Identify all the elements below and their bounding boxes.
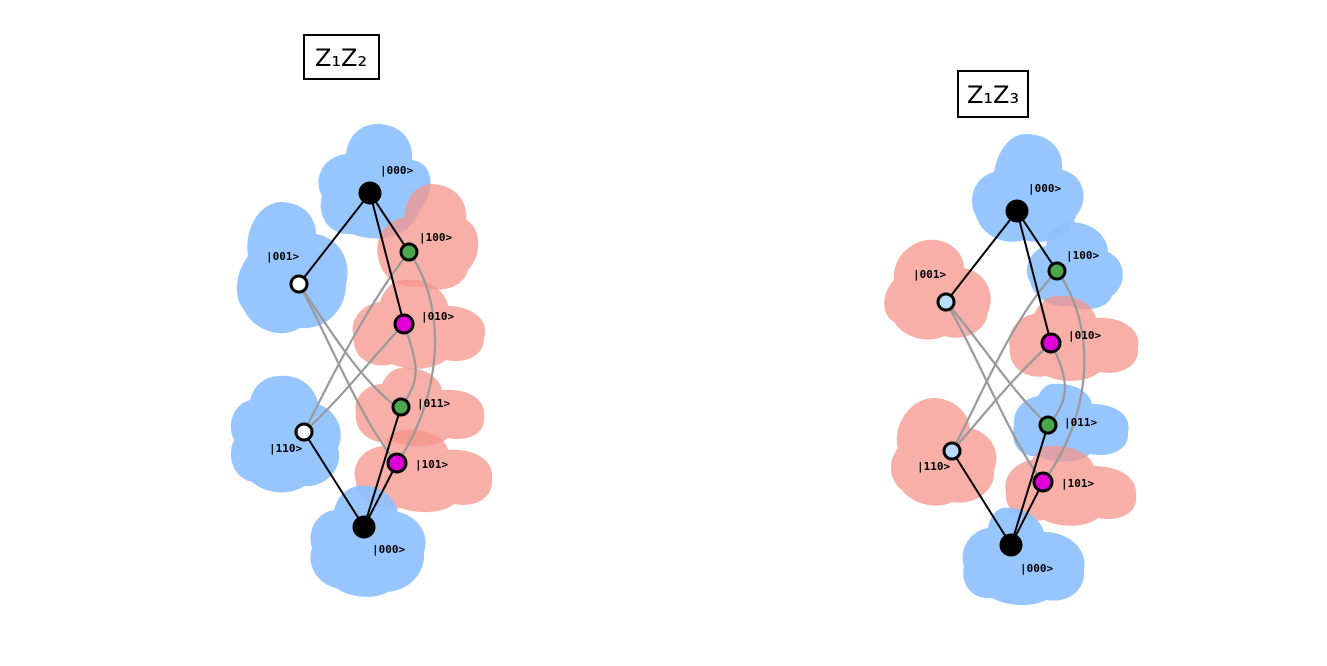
edge-black (1010, 481, 1044, 546)
title-box: Z₁Z₃ (957, 70, 1029, 118)
region-110 (230, 375, 341, 493)
node-label: |010> (1068, 329, 1101, 342)
node-label: |110> (917, 460, 950, 473)
edge-black (1016, 210, 1052, 344)
node-label: |100> (1066, 249, 1099, 262)
edge-gray (1041, 269, 1086, 484)
edge-black (1016, 210, 1058, 272)
node-000-bottom (999, 533, 1023, 557)
edge-black (951, 450, 1012, 546)
nodes (289, 181, 419, 539)
node-000-bottom (352, 515, 376, 539)
panel-title: Z₁Z₃ (967, 81, 1019, 109)
region-001 (884, 239, 991, 340)
node-label: |101> (1061, 477, 1094, 490)
node-label: |001> (266, 250, 299, 263)
node-011 (1038, 415, 1058, 435)
node-label: |001> (913, 268, 946, 281)
edge-black (945, 210, 1018, 303)
node-100 (399, 242, 419, 262)
edge-gray (944, 300, 1045, 484)
node-label: |110> (269, 442, 302, 455)
node-011 (391, 397, 411, 417)
black-edges (945, 210, 1058, 546)
edge-black (363, 406, 402, 528)
panel-z1z3: Z₁Z₃ (884, 70, 1139, 606)
regions (230, 124, 493, 597)
edge-gray (950, 341, 1053, 453)
node-000-top (1005, 199, 1029, 223)
node-label: |010> (421, 310, 454, 323)
edge-black (298, 192, 371, 285)
region-101 (1005, 445, 1137, 526)
edge-gray (302, 322, 406, 434)
node-110 (294, 422, 314, 442)
gray-edges (297, 250, 437, 465)
region-100 (1026, 222, 1123, 310)
region-011 (355, 367, 485, 447)
black-edges (298, 192, 410, 528)
region-000-bottom (310, 485, 426, 597)
region-100 (377, 184, 479, 290)
region-001 (236, 202, 348, 334)
node-001 (289, 274, 309, 294)
panel-z1z2: Z₁Z₂ (230, 34, 493, 597)
node-110 (942, 441, 962, 461)
region-000-bottom (962, 507, 1085, 606)
node-010 (1040, 332, 1062, 354)
region-010 (1009, 295, 1139, 381)
node-010 (393, 313, 415, 335)
edge-gray (302, 250, 411, 434)
edge-black (1010, 424, 1049, 546)
node-label: |000> (380, 164, 413, 177)
gray-edges (944, 269, 1086, 484)
region-000-top (972, 134, 1084, 242)
node-100 (1047, 261, 1067, 281)
node-001 (936, 292, 956, 312)
node-101 (386, 452, 408, 474)
node-label: |101> (415, 458, 448, 471)
node-label: |000> (1020, 562, 1053, 575)
node-000-top (358, 181, 382, 205)
edge-gray (950, 269, 1059, 453)
region-101 (354, 429, 493, 513)
edge-black (369, 192, 410, 253)
panel-title: Z₁Z₂ (315, 44, 367, 72)
node-label: |000> (1028, 182, 1061, 195)
edge-gray (297, 282, 399, 465)
edge-black (303, 431, 365, 528)
node-label: |100> (419, 231, 452, 244)
node-101 (1032, 471, 1054, 493)
node-labels: |000> |001> |100> |010> |011> |110> |101… (913, 182, 1101, 575)
title-box: Z₁Z₂ (303, 34, 380, 80)
edge-black (363, 462, 398, 528)
region-010 (352, 279, 486, 369)
node-labels: |000> |001> |100> |010> |011> |110> |101… (266, 164, 454, 556)
node-label: |011> (417, 397, 450, 410)
edge-gray (395, 250, 437, 465)
node-label: |000> (372, 543, 405, 556)
region-000-top (318, 124, 431, 239)
node-label: |011> (1064, 416, 1097, 429)
nodes (936, 199, 1067, 557)
edge-black (369, 192, 405, 325)
